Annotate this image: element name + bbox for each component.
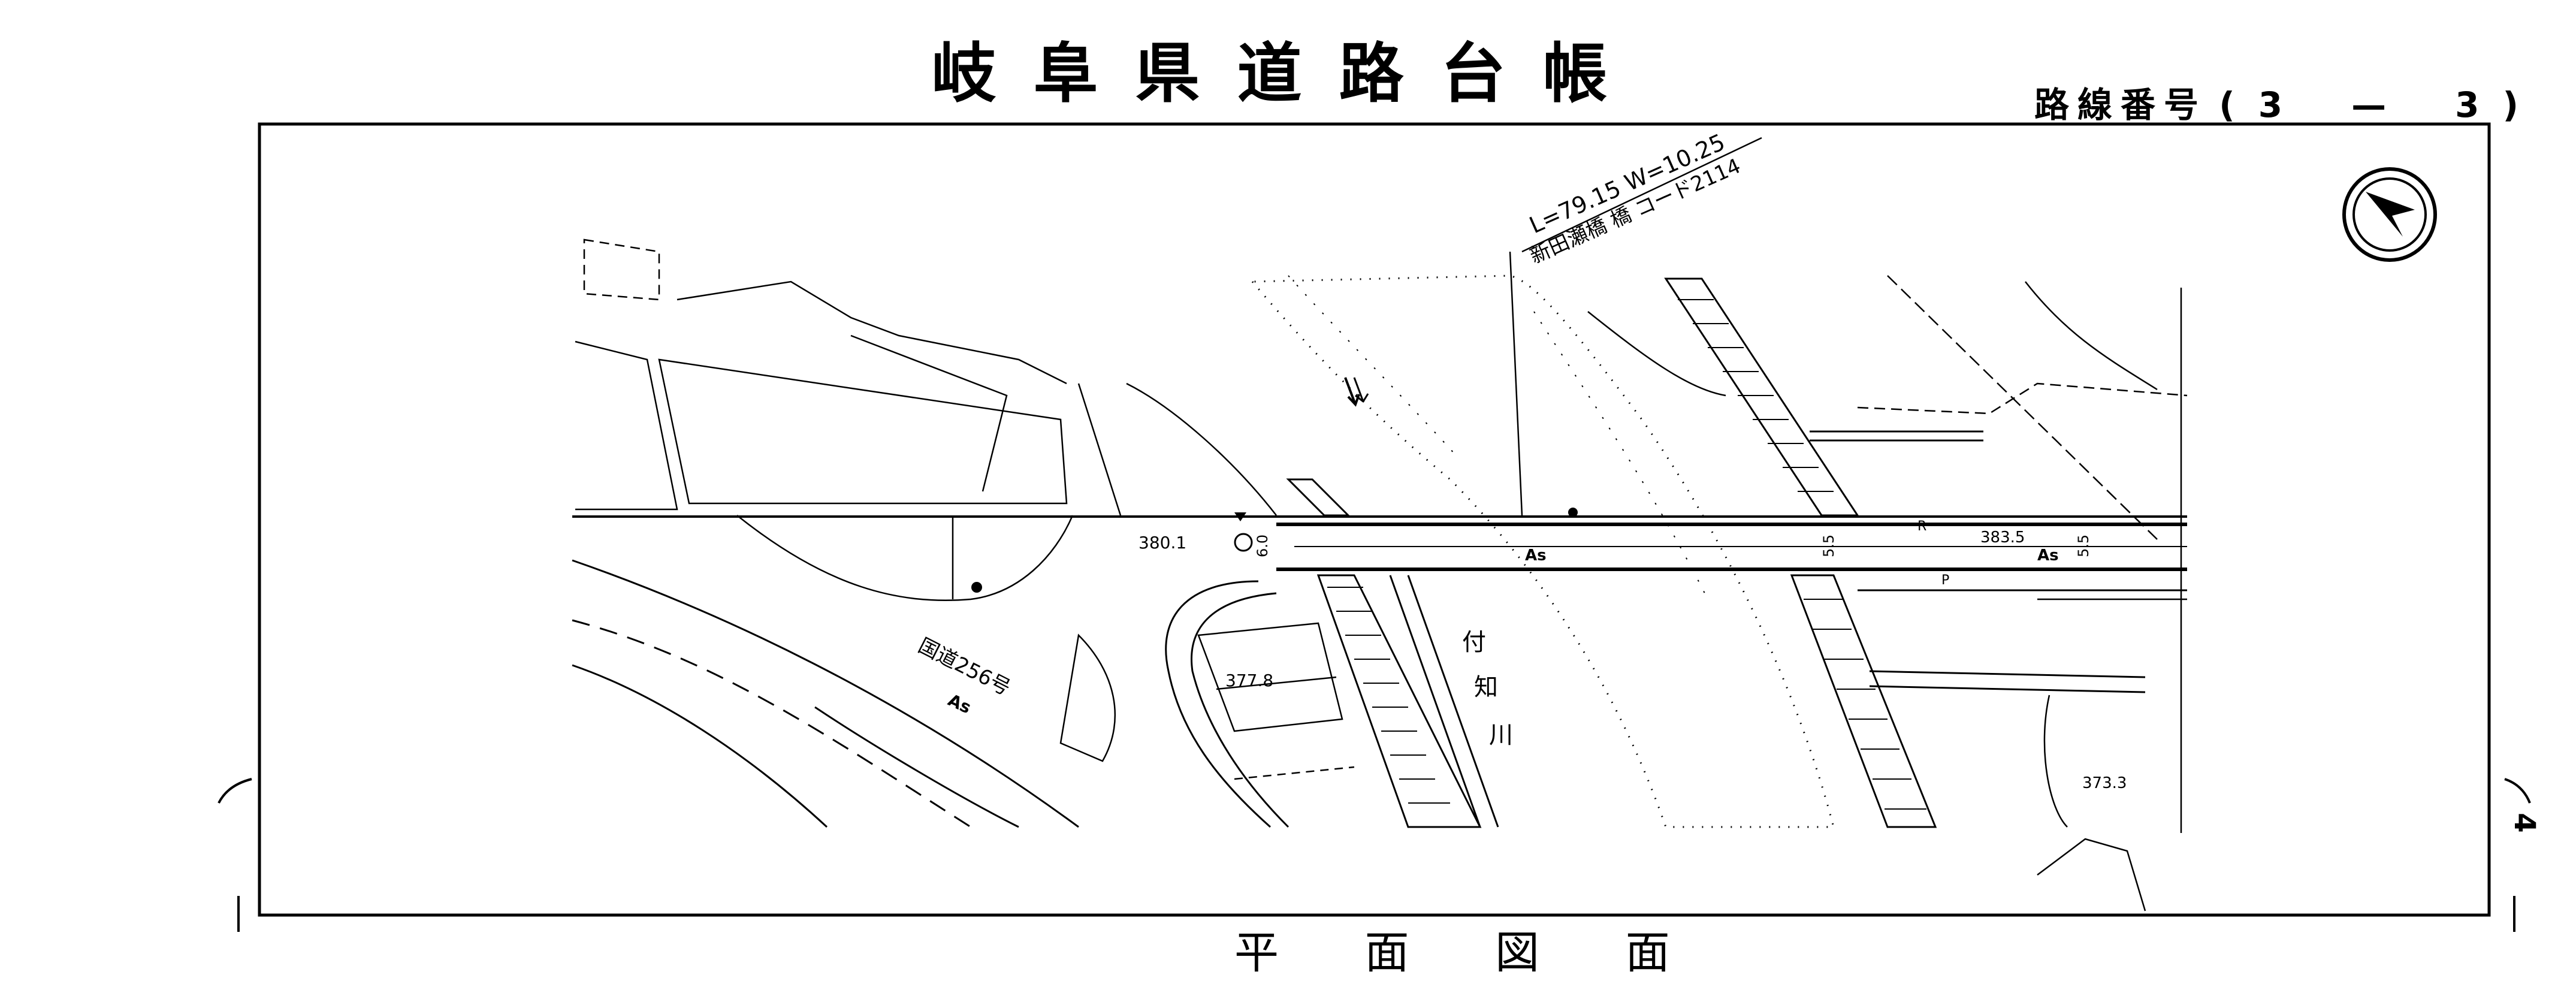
elevation-377: 377.8 xyxy=(1225,671,1273,690)
north-arrow-icon xyxy=(2342,167,2437,262)
survey-marker-icon xyxy=(971,508,1578,593)
map-labels: L=79.15 W=10.25 新田瀬橋 橋 コード2114 As As As … xyxy=(914,129,2127,792)
river-label-1: 付 xyxy=(1462,629,1486,656)
sheet-frame xyxy=(258,122,2491,917)
route-major-number: 3 xyxy=(2258,84,2283,125)
route-number: 路線番号 ( 3 — 3 ) xyxy=(2034,77,2518,127)
marker-p: P xyxy=(1941,573,1949,588)
road-width-middle: 5.5 xyxy=(1820,535,1837,557)
road-surface-east: As xyxy=(2037,547,2059,565)
river-label-2: 知 xyxy=(1474,674,1498,701)
flow-direction-arrow-icon xyxy=(1344,377,1360,407)
highway-256 xyxy=(572,559,1079,828)
road-ledger-map: L=79.15 W=10.25 新田瀬橋 橋 コード2114 As As As … xyxy=(218,122,2531,932)
route-close-paren: ) xyxy=(2502,84,2519,125)
road-width-east: 5.5 xyxy=(2075,535,2092,557)
road-width-west: 6.0 xyxy=(1254,535,1271,557)
elevation-380: 380.1 xyxy=(1138,533,1186,553)
parcels-south xyxy=(1197,622,1355,780)
route-separator: — xyxy=(2351,84,2387,125)
embankment-hatching xyxy=(1327,299,1926,810)
elevation-373: 373.3 xyxy=(2082,774,2127,792)
elevation-383: 383.5 xyxy=(1980,529,2025,547)
parcels-east xyxy=(1509,137,2188,911)
marker-r: R xyxy=(1917,519,1926,534)
road-surface-main: As xyxy=(1525,547,1547,565)
binding-marks xyxy=(218,778,2531,932)
parcels-west xyxy=(575,239,1277,762)
river-area xyxy=(1250,274,1835,828)
bottom-title: 平 面 図 面 xyxy=(1234,927,1706,979)
route-open-paren: ( xyxy=(2219,84,2235,125)
page-title: 岐阜県道路台帳 xyxy=(931,37,1645,111)
route-minor-number: 3 xyxy=(2455,84,2480,125)
route-number-label: 路線番号 xyxy=(2034,84,2207,125)
road-surface-highway: As xyxy=(945,690,974,717)
main-road xyxy=(572,515,2187,591)
embankments xyxy=(1286,277,1937,828)
bank-fence xyxy=(1389,430,2146,828)
page-number: 4 xyxy=(2508,813,2541,833)
highway-label: 国道256号 xyxy=(914,633,1014,700)
ramp-curve xyxy=(1165,580,1289,828)
river-label-3: 川 xyxy=(1489,722,1513,749)
